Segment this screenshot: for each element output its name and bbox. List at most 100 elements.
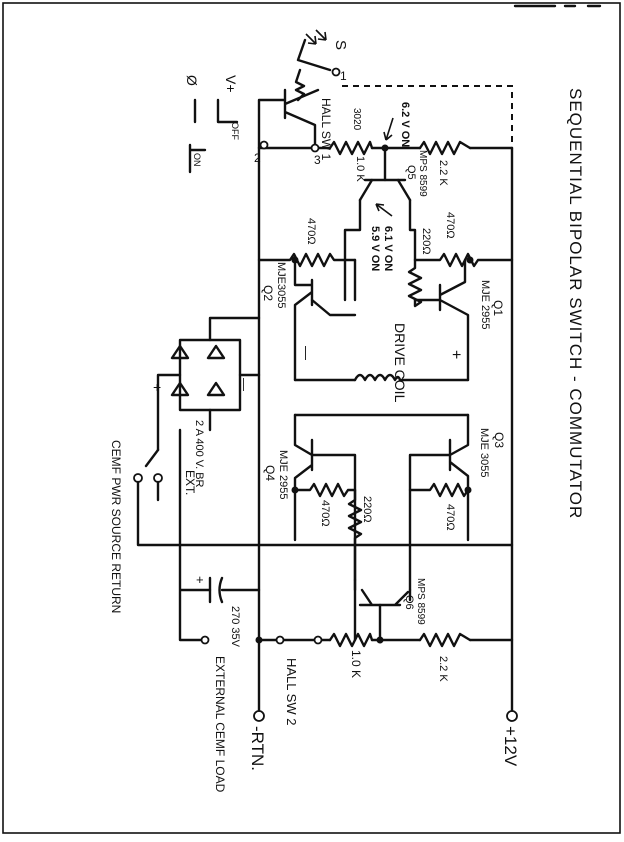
- q4-body: [293, 413, 314, 542]
- resistor-q3-470: [408, 482, 470, 498]
- cemf-ext-label: EXT.: [183, 470, 197, 495]
- switch-s-lever: [296, 38, 332, 72]
- q1-body: [413, 258, 470, 382]
- resistor-q5-220: [407, 258, 423, 308]
- cap-value: 270 35V: [229, 606, 241, 648]
- switch-s-contact-3: [310, 143, 320, 153]
- q4-base-feed: [310, 453, 357, 642]
- resistor-q1-470: [413, 252, 514, 268]
- bridge-minus: —: [237, 378, 252, 391]
- external-load-label: EXTERNAL CEMF LOAD: [213, 656, 227, 793]
- return-label: -RTN.: [248, 726, 267, 771]
- q4-part: MJE 2955: [277, 450, 289, 500]
- voltage-3: 5.9 V ON: [369, 226, 381, 271]
- r-bot-22k-label: 2.2 K: [437, 656, 449, 682]
- dashed-link: [342, 85, 513, 148]
- q2-part: MJE3055: [275, 262, 287, 308]
- hall1-body: [257, 88, 320, 150]
- junction-load: [255, 636, 263, 644]
- resistor-q4-470: [293, 482, 357, 498]
- coil-label: DRIVE COIL: [392, 323, 408, 403]
- bridge-leads: [156, 373, 261, 452]
- coil-minus: —: [299, 346, 315, 360]
- resistor-bottom-22k: [418, 632, 472, 648]
- capacitor-leads: [178, 428, 261, 642]
- hall1-label: HALL SW 1: [319, 98, 333, 161]
- hall2-terminal-a: [275, 635, 285, 645]
- r-q3-470-label: 470Ω: [444, 504, 456, 531]
- q6-ref: Q6: [403, 595, 415, 610]
- switch-s-contact-2: [259, 140, 269, 150]
- switch-s-contact-1: [331, 67, 341, 77]
- q2-body: [293, 258, 314, 382]
- q5-legs: [358, 178, 412, 202]
- bridge-diodes: [170, 344, 226, 397]
- cemf-switch-label: CEMF PWR SOURCE RETURN: [109, 440, 123, 613]
- resistor-top-1k: [328, 140, 374, 156]
- q2-ref: Q2: [261, 285, 275, 301]
- cap-plus: +: [196, 572, 204, 587]
- hall1-pot: [294, 68, 306, 102]
- load-terminal-a: [200, 635, 210, 645]
- bridge-ac-leads: [208, 316, 261, 432]
- legend-vplus: V+: [223, 75, 239, 93]
- resistor-bottom-1k: [328, 632, 374, 648]
- q5-part: MPS 8599: [417, 150, 428, 197]
- resistor-top-22k: [418, 140, 472, 156]
- hall1-part: 3020: [351, 108, 362, 131]
- resistor-q2-470: [257, 252, 357, 268]
- junction-q3: [464, 486, 472, 494]
- q3-base-feed: [408, 453, 452, 592]
- coil-plus: +: [452, 347, 461, 364]
- switch-s-pos3: 3: [314, 153, 321, 167]
- capacitor: [208, 576, 224, 604]
- q6-legs: [358, 588, 410, 607]
- voltage-arrow-1: [383, 117, 394, 141]
- coil-leads: [293, 378, 470, 417]
- legend-off: OFF: [230, 122, 240, 140]
- r-q2-470-label: 470Ω: [305, 218, 317, 245]
- voltage-1: 6.2 V ON: [399, 102, 411, 147]
- r-top-22k-label: 2.2 K: [437, 160, 449, 186]
- q3-ref: Q3: [492, 432, 506, 448]
- return-terminal: [253, 710, 265, 722]
- q1-part: MJE 2955: [479, 280, 491, 330]
- q6-part: MPS 8599: [415, 578, 426, 625]
- drive-coil: [353, 373, 402, 382]
- switch-s-name: S: [332, 40, 349, 50]
- junction-q1: [466, 256, 474, 264]
- q1-ref: Q1: [491, 300, 505, 316]
- bridge-plus: +: [153, 379, 161, 395]
- switch-s-arrows: [305, 29, 327, 45]
- q5-ref: Q5: [405, 165, 417, 180]
- r-bot-1k-label: 1.0 K: [349, 650, 363, 678]
- q2-collector: [310, 298, 357, 317]
- voltage-2: 6.1 V ON: [382, 226, 394, 271]
- q6-feeds: [353, 578, 412, 602]
- r-q4-470-label: 470Ω: [319, 500, 331, 527]
- legend-on: ON: [192, 153, 202, 167]
- bridge-rating: 2 A 400 V. BR: [193, 420, 205, 488]
- cemf-switch-leads: [136, 448, 514, 547]
- r-top-1k-label: 1.0 K: [354, 156, 366, 182]
- junction-q6: [376, 636, 384, 644]
- plus-12v-terminal: [506, 710, 518, 722]
- voltage-arrow-2: [375, 203, 393, 217]
- plus-12v-label: +12V: [501, 726, 520, 767]
- q4-ref: Q4: [263, 465, 277, 481]
- resistor-q6-220: [347, 488, 363, 582]
- legend-waveform: [188, 98, 239, 174]
- q3-part: MJE 3055: [478, 428, 490, 478]
- q5-connections: [343, 198, 417, 262]
- hall2-terminal-b: [313, 635, 323, 645]
- bridge-outline: [178, 338, 242, 412]
- r-q6-220-label: 220Ω: [361, 496, 373, 523]
- switch-s-pos2: 2: [254, 151, 261, 165]
- switch-s-pos1: 1: [340, 69, 347, 83]
- diagram-title: SEQUENTIAL BIPOLAR SWITCH - COMMUTATOR: [566, 88, 585, 519]
- junction-q4: [291, 486, 299, 494]
- q2-base-feed: [343, 258, 357, 302]
